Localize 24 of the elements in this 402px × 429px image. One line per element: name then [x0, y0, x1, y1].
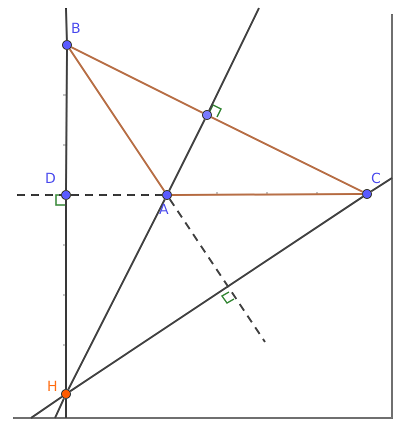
line-segment: [65, 200, 67, 389]
point-label: H: [47, 380, 58, 395]
line-segment: [65, 8, 68, 40]
point-label: C: [371, 172, 381, 187]
line-segment: [208, 8, 260, 111]
dashed-line: [71, 194, 162, 196]
line-segment: [70, 196, 364, 392]
line-segment: [211, 116, 363, 193]
line-segment: [172, 193, 362, 196]
point-label: B: [71, 22, 81, 37]
line-segment: [67, 199, 166, 390]
point-label: D: [45, 172, 56, 187]
line-segment: [65, 399, 67, 418]
line-segment: [68, 48, 166, 192]
dashed-line: [168, 198, 266, 343]
point-marker: [202, 110, 212, 120]
line-segment: [168, 119, 206, 191]
line-segment: [71, 46, 203, 114]
line-segment: [54, 398, 65, 418]
point-label: A: [159, 203, 169, 218]
dashed-line: [17, 194, 61, 196]
line-segment: [65, 50, 68, 190]
line-segment: [370, 177, 393, 192]
line-segment: [30, 396, 62, 419]
